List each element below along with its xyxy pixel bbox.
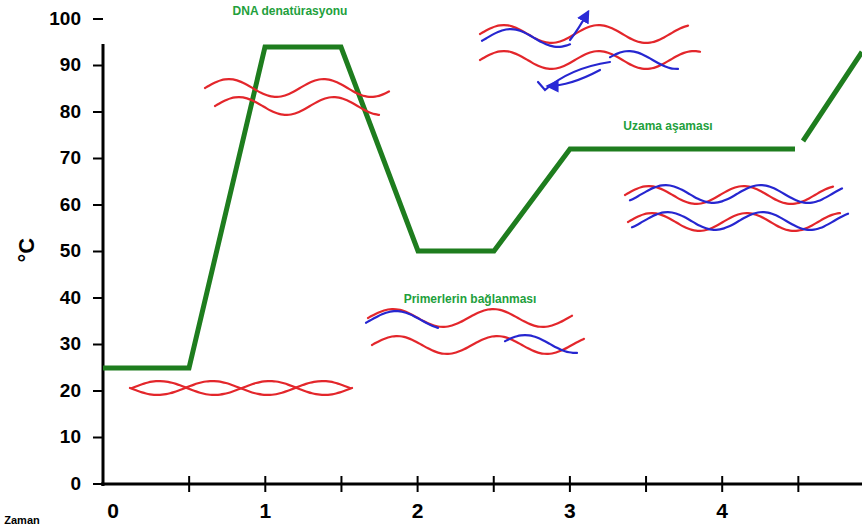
dna-strand: [132, 381, 352, 395]
x-tick: [797, 476, 799, 492]
y-tick: [93, 437, 103, 439]
y-tick-label: 10: [60, 427, 81, 448]
x-tick: [569, 476, 571, 492]
y-tick-label: 100: [49, 9, 81, 30]
y-tick: [93, 111, 103, 113]
primer-strand: [610, 51, 678, 69]
y-tick-label: 0: [70, 474, 81, 495]
stage-label: Uzama aşaması: [623, 120, 712, 133]
dna-strands: [130, 12, 848, 395]
extension-arrow: [538, 62, 610, 90]
x-tick-label: 4: [716, 499, 728, 522]
x-tick: [493, 476, 495, 492]
y-axis-title: °C: [15, 238, 39, 263]
dna-strand: [480, 25, 688, 43]
x-tick-label: 3: [564, 499, 576, 522]
x-tick-label: 1: [259, 499, 271, 522]
stage-label: DNA denatürasyonu: [233, 5, 348, 18]
y-tick-label: 50: [60, 241, 81, 262]
x-ticks: [189, 476, 798, 492]
y-tick: [93, 483, 103, 485]
x-axis-title: Zaman: [4, 514, 39, 526]
extension-arrow: [570, 12, 588, 40]
y-tick: [93, 390, 103, 392]
y-tick: [93, 344, 103, 346]
y-tick-label: 80: [60, 102, 81, 123]
y-tick: [93, 251, 103, 253]
x-tick: [188, 476, 190, 492]
x-tick: [645, 476, 647, 492]
primer-strand: [632, 212, 848, 230]
x-tick: [417, 476, 419, 492]
temperature-profile: [103, 47, 862, 368]
primer-strand: [366, 311, 438, 328]
x-tick: [340, 476, 342, 492]
dna-strand: [205, 79, 389, 97]
primer-strand: [630, 185, 842, 203]
y-tick: [93, 18, 103, 20]
primer-strand: [482, 29, 570, 47]
x-tick-label: 2: [412, 499, 424, 522]
y-tick-label: 30: [60, 334, 81, 355]
x-tick: [721, 476, 723, 492]
y-ticks: [93, 19, 103, 484]
axes: [101, 44, 862, 486]
stage-label: Primerlerin bağlanması: [404, 293, 537, 306]
y-tick-label: 90: [60, 55, 81, 76]
y-tick: [93, 204, 103, 206]
primer-strand: [505, 335, 577, 353]
y-tick: [93, 297, 103, 299]
dna-strand: [215, 97, 379, 115]
dna-strand: [628, 213, 840, 231]
y-tick-label: 70: [60, 148, 81, 169]
extension-arrow: [548, 70, 600, 86]
x-tick-label: 0: [107, 499, 119, 522]
y-tick-label: 40: [60, 288, 81, 309]
y-tick: [93, 65, 103, 67]
x-tick: [264, 476, 266, 492]
y-tick: [93, 158, 103, 160]
y-tick-label: 20: [60, 381, 81, 402]
y-tick-label: 60: [60, 195, 81, 216]
